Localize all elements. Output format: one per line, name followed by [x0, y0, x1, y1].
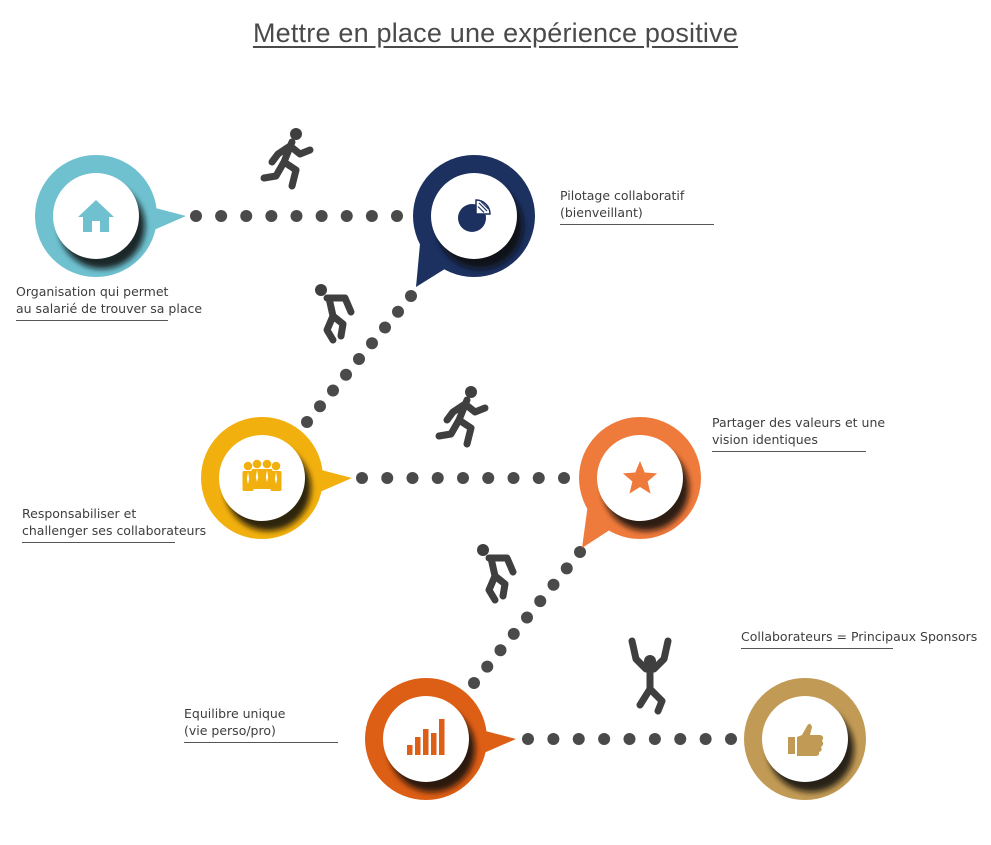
path-dot — [340, 210, 353, 222]
path-dot — [558, 472, 570, 484]
path-dot — [356, 472, 368, 484]
label-partager: Partager des valeurs et une vision ident… — [712, 414, 886, 452]
path-dot — [547, 733, 560, 745]
climber-icon — [315, 284, 355, 344]
runner-icon — [435, 386, 489, 448]
path-dot — [648, 733, 661, 745]
label-organisation: Organisation qui permet au salarié de tr… — [16, 283, 203, 321]
runner-icon — [260, 128, 314, 190]
star-icon — [622, 461, 658, 494]
path-dot — [406, 472, 419, 484]
path-dot — [572, 733, 585, 745]
path-dot — [534, 595, 547, 608]
home-icon — [78, 200, 114, 232]
path-dot — [574, 546, 586, 558]
path-dot — [598, 733, 611, 745]
node-organisation — [35, 155, 186, 277]
team-icon — [242, 459, 282, 491]
path-dot — [315, 210, 328, 222]
path-dot — [381, 472, 394, 484]
label-line: challenger ses collaborateurs — [22, 523, 207, 538]
node-partager — [579, 417, 701, 548]
path-dot — [353, 353, 365, 365]
label-collaborateurs: Collaborateurs = Principaux Sponsors — [741, 628, 978, 649]
label-line: Organisation qui permet — [16, 284, 169, 299]
label-line: (bienveillant) — [560, 205, 643, 220]
label-equilibre: Equilibre unique (vie perso/pro) — [184, 705, 338, 743]
path-dot — [215, 210, 228, 222]
path-dot — [379, 321, 391, 334]
bar-chart-icon — [407, 719, 445, 755]
path-dot — [560, 562, 573, 575]
thumbs-up-icon — [788, 723, 824, 756]
path-dot — [521, 611, 533, 624]
node-equilibre — [365, 678, 516, 800]
path-dot — [391, 210, 403, 222]
path-dot — [301, 416, 313, 428]
label-line: vision identiques — [712, 432, 818, 447]
path-dot — [392, 305, 404, 318]
path-dot — [190, 210, 202, 222]
path-dot — [522, 733, 534, 745]
label-line: Partager des valeurs et une — [712, 415, 886, 430]
path-dot — [366, 337, 378, 350]
path-dot — [507, 627, 520, 640]
path-dot — [674, 733, 687, 745]
path-dot — [240, 210, 253, 222]
path-dot — [494, 644, 507, 657]
label-line: Pilotage collaboratif — [560, 188, 685, 203]
label-line: (vie perso/pro) — [184, 723, 276, 738]
path-dot — [482, 472, 495, 484]
path-dot — [265, 210, 278, 222]
label-responsabiliser: Responsabiliser et challenger ses collab… — [22, 505, 207, 543]
path-dot — [365, 210, 378, 222]
path-dot — [532, 472, 545, 484]
path-dot — [481, 660, 494, 673]
path-dot — [340, 368, 352, 381]
path-dot — [725, 733, 737, 745]
path-dot — [547, 578, 560, 591]
label-line: Collaborateurs = Principaux Sponsors — [741, 629, 978, 644]
path-dot — [457, 472, 469, 484]
page-title: Mettre en place une expérience positive — [252, 18, 739, 48]
node-responsabiliser — [201, 417, 352, 539]
label-pilotage: Pilotage collaboratif (bienveillant) — [560, 187, 714, 225]
path-dot — [314, 400, 326, 413]
pie-chart-icon — [458, 199, 491, 232]
path-dot — [327, 384, 339, 397]
path-dot — [405, 290, 417, 302]
path-dot — [431, 472, 444, 484]
path-dot — [623, 733, 636, 745]
path-dot — [507, 472, 520, 484]
label-line: Equilibre unique — [184, 706, 286, 721]
climber-icon — [477, 544, 517, 604]
cheering-icon — [628, 637, 672, 715]
dotted-path — [190, 210, 737, 745]
node-pilotage — [413, 155, 535, 287]
label-line: au salarié de trouver sa place — [16, 301, 203, 316]
node-collaborateurs — [744, 678, 866, 800]
path-dot — [290, 210, 303, 222]
path-dot — [699, 733, 712, 745]
label-line: Responsabiliser et — [22, 506, 137, 521]
path-dot — [468, 677, 480, 689]
